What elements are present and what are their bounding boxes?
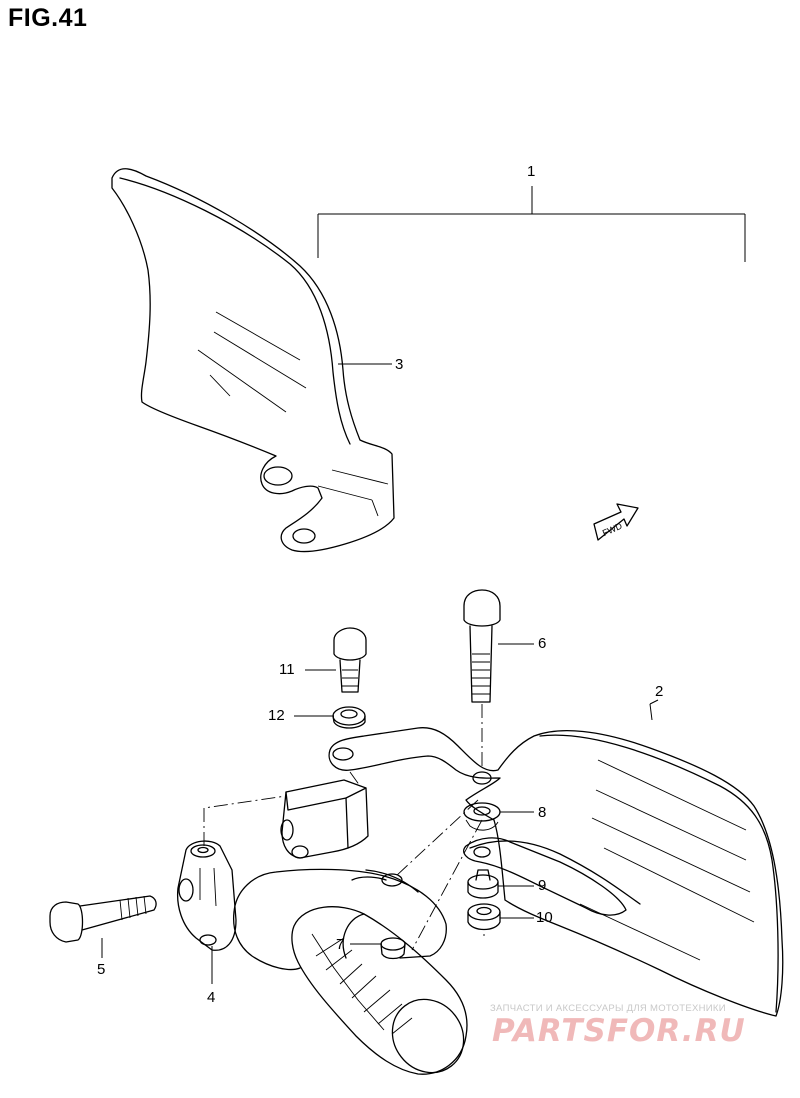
leader-lines [101,363,659,984]
callout-9: 9 [538,877,547,894]
part-6-bolt [463,589,501,770]
callout-1: 1 [527,163,536,180]
callout-10: 10 [536,909,553,926]
part-10-spacer [467,903,501,931]
assembly-bracket [317,186,746,262]
watermark-logo: PARTSFOR.RU [492,1013,746,1049]
callout-5: 5 [97,961,106,978]
figure-title: FIG.41 [8,4,88,32]
lever-holder-assembly [176,779,468,1075]
part-8-washer [463,802,501,831]
lower-stay-arm [463,837,627,916]
watermark-tagline: ЗАПЧАСТИ И АКСЕССУАРЫ ДЛЯ МОТОТЕХНИКИ [490,1003,726,1014]
callout-8: 8 [538,804,547,821]
part-3-hand-guard-left [111,168,395,553]
callout-2: 2 [655,683,664,700]
part-5-bolt [49,895,157,943]
fwd-arrow-icon: FWD [593,503,639,541]
callout-11: 11 [279,661,295,678]
part-12-collar [332,706,366,729]
callout-3: 3 [395,356,404,373]
assembly-center-lines [203,771,485,951]
callout-4: 4 [207,989,216,1006]
callout-7: 7 [336,936,345,953]
callout-12: 12 [268,707,285,724]
callout-6: 6 [538,635,547,652]
part-11-bolt [333,627,367,693]
part-2-hand-guard-right [328,727,784,1017]
part-9-nut [467,869,499,899]
